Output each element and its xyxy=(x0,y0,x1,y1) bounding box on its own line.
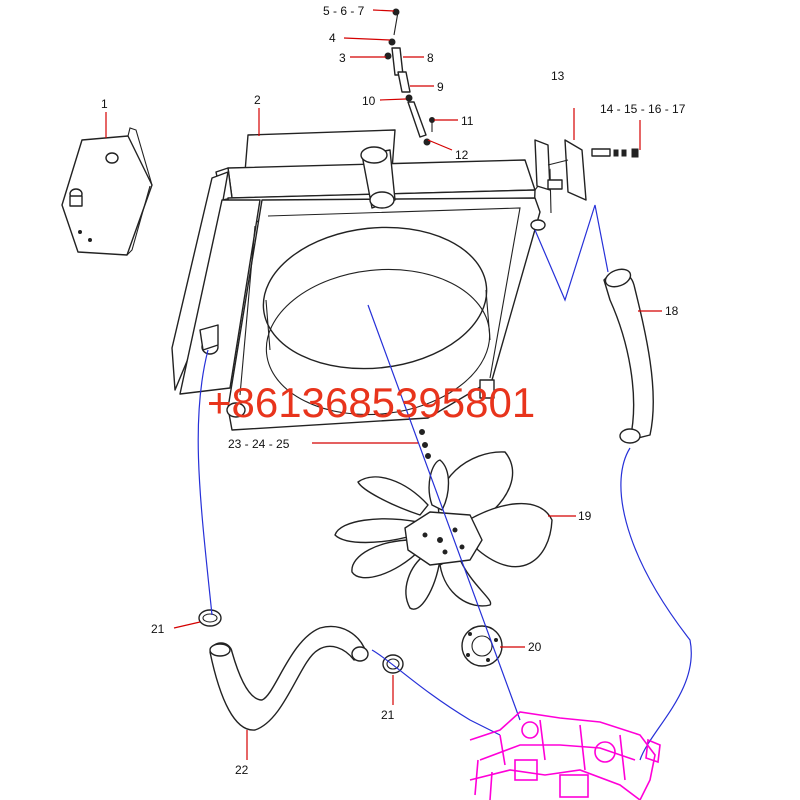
callout-9: 9 xyxy=(437,80,444,94)
callout-10: 10 xyxy=(362,94,376,108)
hose-routing-lines xyxy=(197,204,692,761)
callout-5-6-7: 5 - 6 - 7 xyxy=(323,4,365,18)
hose-clamp-part-21-left xyxy=(198,609,222,627)
callout-14-17: 14 - 15 - 16 - 17 xyxy=(600,102,686,116)
callout-8: 8 xyxy=(427,51,434,65)
callout-21-bottom: 21 xyxy=(381,708,395,722)
engine-outline xyxy=(469,711,661,800)
fan-shroud-ring xyxy=(262,226,491,416)
callout-22: 22 xyxy=(235,763,249,777)
vent-fittings-parts-3-12 xyxy=(384,8,435,146)
callout-21-left: 21 xyxy=(151,622,165,636)
callout-leader-lines xyxy=(105,9,662,760)
callout-2: 2 xyxy=(254,93,261,107)
lower-hose-part-22 xyxy=(209,625,369,731)
expansion-tank-part-1 xyxy=(61,127,153,256)
callout-1: 1 xyxy=(101,97,108,111)
upper-hose-part-18 xyxy=(603,268,654,444)
cooling-fan-part-19 xyxy=(334,451,553,610)
spacer-plate-part-20 xyxy=(461,625,503,667)
callout-18: 18 xyxy=(665,304,679,318)
callout-4: 4 xyxy=(329,31,336,45)
callout-23-25: 23 - 24 - 25 xyxy=(228,437,290,451)
callout-20: 20 xyxy=(528,640,542,654)
watermark-phone-number: +8613685395801 xyxy=(207,379,535,426)
bracket-part-13 xyxy=(534,139,639,201)
fan-bolts-parts-23-25 xyxy=(419,429,431,459)
callout-13: 13 xyxy=(551,69,565,83)
callout-19: 19 xyxy=(578,509,592,523)
callout-11: 11 xyxy=(461,114,474,128)
callout-labels: 1 2 3 4 5 - 6 - 7 8 9 10 11 12 13 14 - 1… xyxy=(101,4,686,777)
callout-3: 3 xyxy=(339,51,346,65)
callout-12: 12 xyxy=(455,148,469,162)
